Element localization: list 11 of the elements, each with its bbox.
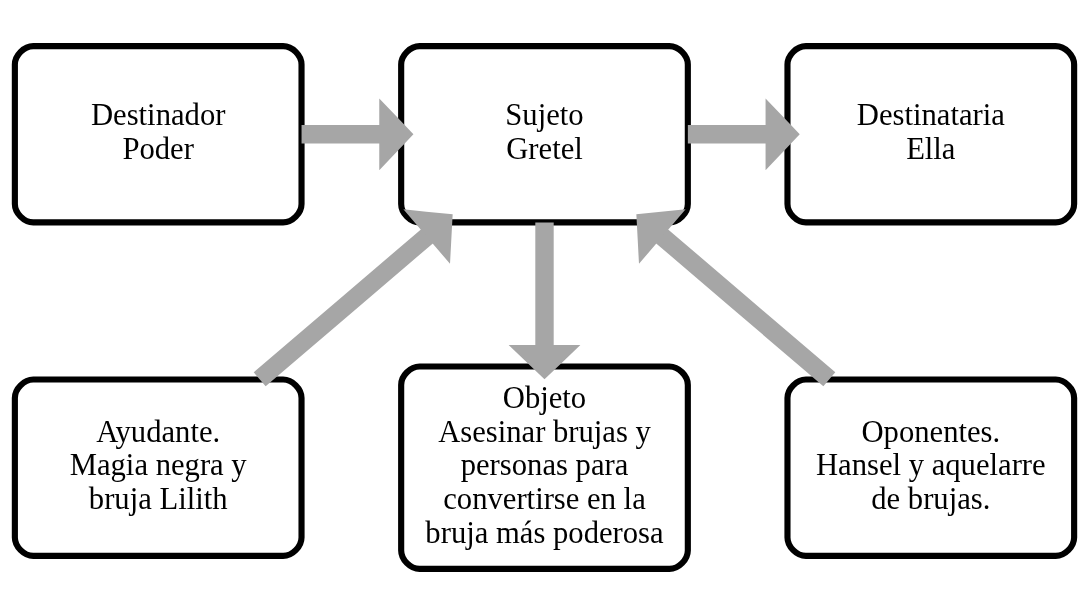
- node-box: Sujeto Gretel: [398, 43, 691, 226]
- node-box: Objeto Asesinar brujas y personas para convertirse en la bruja más poderosa: [398, 363, 691, 572]
- arrow: [301, 98, 414, 171]
- node-box: Ayudante. Magia negra y bruja Lilith: [11, 376, 305, 559]
- node-box: Destinador Poder: [11, 43, 305, 226]
- arrow: [636, 209, 836, 387]
- node-box: Destinataria Ella: [784, 43, 1078, 226]
- node-box: Oponentes. Hansel y aquelarre de brujas.: [784, 376, 1078, 559]
- arrow: [253, 209, 453, 387]
- arrow: [687, 98, 800, 171]
- arrow: [508, 222, 581, 380]
